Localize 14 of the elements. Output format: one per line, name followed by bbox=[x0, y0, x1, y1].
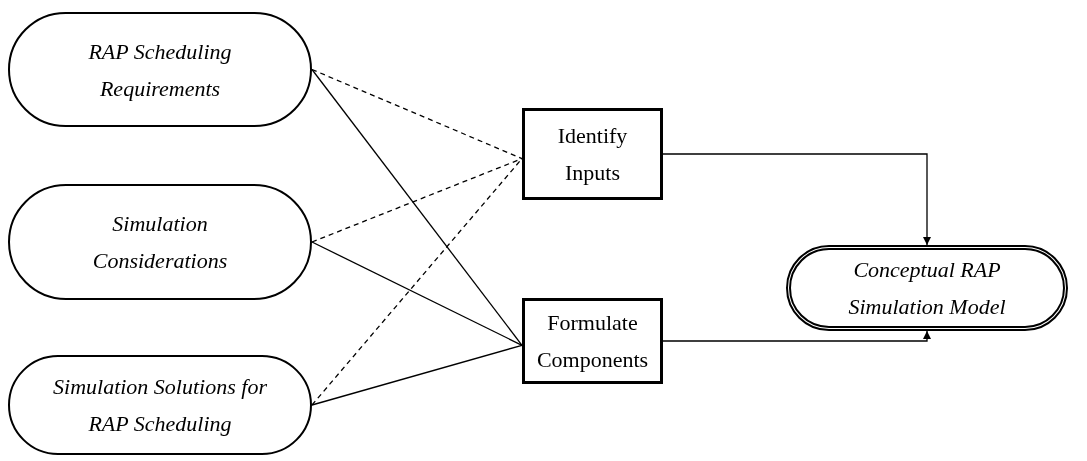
connector bbox=[662, 153, 931, 246]
node-label: RAP Scheduling Requirements bbox=[87, 37, 233, 103]
node-label: Simulation Considerations bbox=[91, 210, 229, 275]
node-label: Conceptual RAP Simulation Model bbox=[847, 256, 1007, 321]
process-box bbox=[522, 298, 663, 384]
process-box bbox=[522, 108, 663, 200]
connector bbox=[311, 241, 523, 346]
connector bbox=[311, 68, 523, 346]
connector bbox=[311, 344, 523, 406]
node-label: Simulation Solutions for RAP Scheduling bbox=[52, 373, 268, 438]
node-label: Identify Inputs bbox=[556, 122, 629, 187]
node-label: Formulate Components bbox=[536, 309, 649, 374]
connector bbox=[662, 330, 931, 342]
dashed-connector bbox=[311, 68, 523, 160]
